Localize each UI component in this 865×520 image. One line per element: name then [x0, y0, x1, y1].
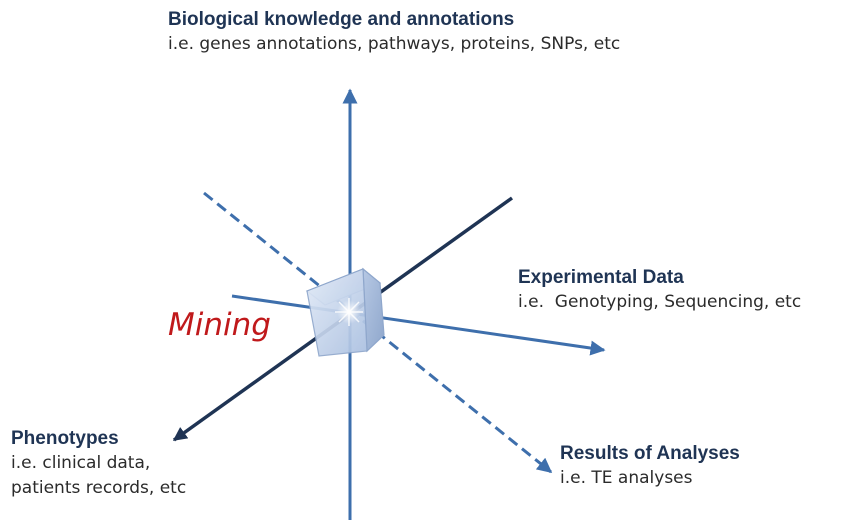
biological-knowledge-title: Biological knowledge and annotations: [168, 9, 515, 30]
experimental-data-label: Experimental Data i.e. Genotyping, Seque…: [518, 266, 801, 315]
phenotypes-label: Phenotypes i.e. clinical data, patients …: [11, 427, 186, 501]
results-of-analyses-title: Results of Analyses: [560, 443, 740, 464]
results-of-analyses-subtitle: i.e. TE analyses: [560, 468, 693, 488]
results-of-analyses-label: Results of Analyses i.e. TE analyses: [560, 442, 740, 491]
biological-knowledge-label: Biological knowledge and annotations i.e…: [168, 8, 620, 57]
phenotypes-subtitle-line2: patients records, etc: [11, 478, 187, 498]
phenotypes-subtitle-line1: i.e. clinical data,: [11, 453, 151, 473]
biological-knowledge-subtitle: i.e. genes annotations, pathways, protei…: [168, 34, 621, 54]
mining-cube: [305, 267, 385, 357]
mining-label: Mining: [168, 307, 271, 343]
experimental-axis-line: [231, 294, 606, 356]
phenotypes-title: Phenotypes: [11, 428, 119, 449]
experimental-data-title: Experimental Data: [518, 267, 684, 288]
experimental-data-subtitle: i.e. Genotyping, Sequencing, etc: [518, 292, 802, 312]
cube-sparkle-rays: [335, 298, 363, 326]
